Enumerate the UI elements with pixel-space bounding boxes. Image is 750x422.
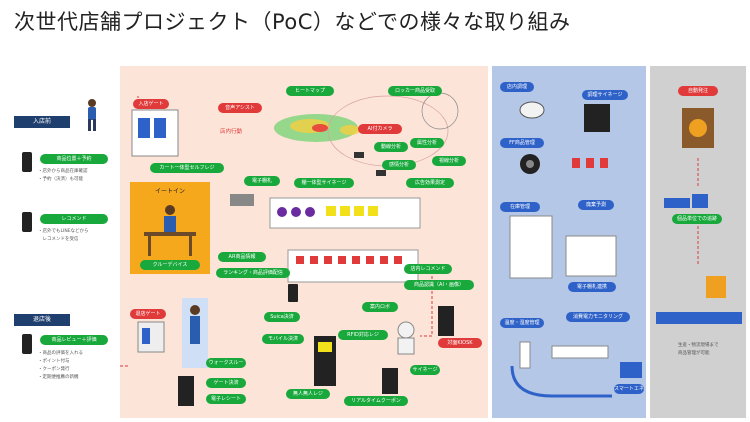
- in-store-cooking-pill: 店内調理: [500, 82, 534, 92]
- signage-pill: サイネージ: [410, 365, 440, 375]
- ar-info-pill: AR商品情報: [218, 252, 266, 262]
- auto-order-pill: 自動発注: [678, 86, 718, 96]
- smart-energy-pill: スマートエネルギー: [614, 384, 644, 394]
- smartphone-icon-3: [22, 334, 32, 354]
- stock-management-pill: 在庫管理: [500, 202, 540, 212]
- after-note-3: ・クーポン発行: [38, 367, 70, 372]
- attr-analysis-pill: 属性分析: [410, 138, 444, 148]
- ai-camera-pill: AI付カメラ: [358, 124, 402, 134]
- walk-through-pill: ウォークスルー: [206, 358, 246, 368]
- product-recog-pill: 商品認識（AI・画像）: [404, 280, 474, 290]
- before-note-4: レコメンドを受信: [38, 237, 79, 242]
- smartphone-icon: [22, 152, 32, 172]
- suica-pill: Suica決済: [264, 312, 300, 322]
- cloud-device-pill: クルーデバイス: [140, 260, 200, 270]
- e-receipt-pill: 電子レシート: [206, 394, 246, 404]
- page-title: 次世代店舗プロジェクト（PoC）などでの様々な取り組み: [14, 10, 571, 34]
- before-note-1: ・店外から商品在庫確認: [38, 169, 88, 174]
- after-visit-header: 退店後: [14, 314, 70, 326]
- item-logistics-pill: 個品単位での追跡: [672, 214, 722, 224]
- rfid-register-pill: RFID対応レジ: [338, 330, 388, 340]
- product-position-pill: 商品位置＋予約: [40, 154, 108, 164]
- after-note-1: ・商品の評価を入れる: [38, 351, 83, 356]
- face-kiosk-pill: 対面KIOSK: [438, 338, 482, 348]
- walking-person-icon: [80, 98, 104, 132]
- ff-management-pill: FF商品管理: [500, 138, 544, 148]
- shelf-signage-pill: 棚一体型サイネージ: [294, 178, 354, 188]
- backyard-illustrations: [509, 101, 642, 398]
- realtime-coupon-pill: リアルタイムクーポン: [344, 396, 408, 406]
- gaze-analysis-pill: 動線分析: [374, 142, 408, 152]
- cooking-signage-pill: 調理サイネージ: [582, 90, 628, 100]
- gate-pay-pill: ゲート決済: [206, 378, 246, 388]
- store-recommend-pill: 店内レコメンド: [404, 264, 452, 274]
- eat-in-label: イートイン: [154, 188, 185, 195]
- in-store-action-label: 店内行動: [220, 129, 243, 135]
- supply-note-2: 商品管理が可能: [678, 351, 710, 356]
- review-pill: 商品レビュー＋評価: [40, 335, 108, 345]
- after-note-2: ・ポイント付与: [38, 359, 70, 364]
- e-shelf-stock-pill: 電子棚札連携: [568, 282, 616, 292]
- emotion-analysis-pill: 感情分析: [382, 160, 416, 170]
- mobile-pay-pill: モバイル決済: [262, 334, 304, 344]
- supply-chain-illustrations: [656, 108, 742, 324]
- waste-forecast-pill: 廃棄予測: [578, 200, 614, 210]
- guide-robot-pill: 案内ロボ: [362, 302, 398, 312]
- cart-register-pill: カート一体型セルフレジ: [150, 163, 224, 173]
- supply-note-1: 生産・物流現場まで: [678, 343, 719, 348]
- voice-assist-pill: 音声アシスト: [218, 103, 262, 113]
- before-note-2: ・予約（決済）も可能: [38, 177, 83, 182]
- e-shelf-pill: 電子棚札: [244, 176, 280, 186]
- after-note-4: ・定期便推薦の新機: [38, 375, 79, 380]
- entry-gate-pill: 入店ゲート: [133, 99, 169, 109]
- before-note-3: ・店外でもLINEなどから: [38, 229, 89, 234]
- locker-pill: ロッカー商品受取: [388, 86, 442, 96]
- eat-in-area: イートイン: [130, 182, 210, 274]
- ranking-pill: ランキング・商品評価配信: [216, 268, 290, 278]
- power-monitoring-pill: 消費電力モニタリング: [566, 312, 630, 322]
- smartphone-icon-2: [22, 212, 32, 232]
- before-visit-header: 入店前: [14, 116, 70, 128]
- store-flow-diagram: [120, 92, 459, 406]
- temp-humidity-pill: 温度・湿度管理: [500, 318, 544, 328]
- eat-in-person-icon: [144, 205, 196, 256]
- unmanned-register-pill: 無人無人レジ: [286, 389, 330, 399]
- ad-effect-pill: 広告効果測定: [406, 178, 454, 188]
- heatmap-pill: ヒートマップ: [286, 86, 334, 96]
- flow-analysis-pill: 視線分析: [432, 156, 466, 166]
- exit-gate-pill: 退店ゲート: [130, 309, 166, 319]
- recommend-pill: レコメンド: [40, 214, 108, 224]
